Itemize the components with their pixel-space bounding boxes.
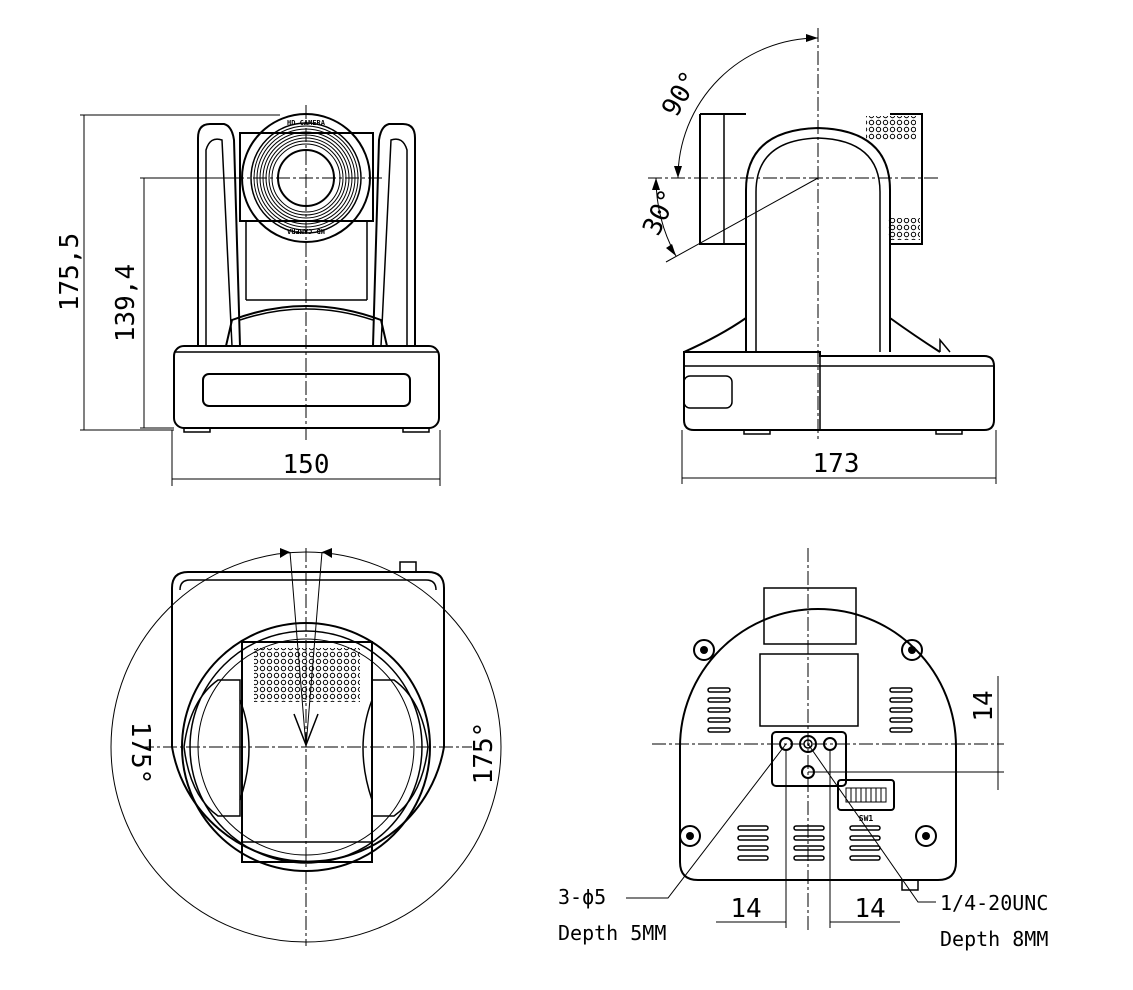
dim-left-offset: 14 xyxy=(730,894,761,924)
label-plate-top xyxy=(763,587,857,645)
thread-spec-leader xyxy=(807,743,936,903)
vent-slots xyxy=(707,687,913,861)
thread-spec-line1: 1/4-20UNC xyxy=(940,891,1048,915)
dim-total-height: 175,5 xyxy=(55,233,85,311)
tilt-down-label: 30° xyxy=(637,185,684,240)
pan-right-label: 175° xyxy=(469,722,499,785)
front-left-arm xyxy=(197,123,241,347)
dim-axis-height: 139,4 xyxy=(111,264,141,342)
tilt-up-arc xyxy=(677,37,819,179)
side-head xyxy=(699,113,923,245)
mount-plate xyxy=(771,731,847,787)
dim-vertical-offset: 14 xyxy=(969,690,999,721)
front-right-arm xyxy=(372,123,416,347)
thread-spec-line2: Depth 8MM xyxy=(940,927,1048,951)
rubber-feet xyxy=(679,639,937,847)
bottom-base xyxy=(679,608,957,881)
top-vent-grille xyxy=(254,648,360,702)
side-vent-top xyxy=(866,116,916,140)
tilt-up-label: 90° xyxy=(656,66,705,122)
dim-width: 150 xyxy=(283,450,330,480)
side-led-window xyxy=(683,375,733,409)
top-head xyxy=(241,641,373,863)
dim-depth: 173 xyxy=(813,449,860,479)
front-view: HD CAMERA HD CAMERA 175,5 139,4 150 xyxy=(55,105,441,486)
label-plate-bottom xyxy=(759,653,859,727)
top-connector xyxy=(399,561,417,573)
dim-right-offset: 14 xyxy=(854,894,885,924)
switch-label: SW1 xyxy=(859,814,874,823)
side-view: 90° 30° 173 xyxy=(637,28,997,484)
side-vent-bottom xyxy=(888,218,920,240)
top-view: 175° 175° xyxy=(110,548,502,946)
side-base xyxy=(683,351,995,431)
front-saddle xyxy=(224,305,389,347)
hole-spec-leader xyxy=(626,743,787,899)
bottom-view: SW1 14 14 14 3-ϕ5 Depth 5MM 1/4-20UNC De… xyxy=(558,548,1048,951)
hole-spec-line1: 3-ϕ5 xyxy=(558,885,606,909)
dip-switch xyxy=(837,779,895,811)
pan-left-label: 175° xyxy=(125,722,155,785)
hole-spec-line2: Depth 5MM xyxy=(558,921,666,945)
